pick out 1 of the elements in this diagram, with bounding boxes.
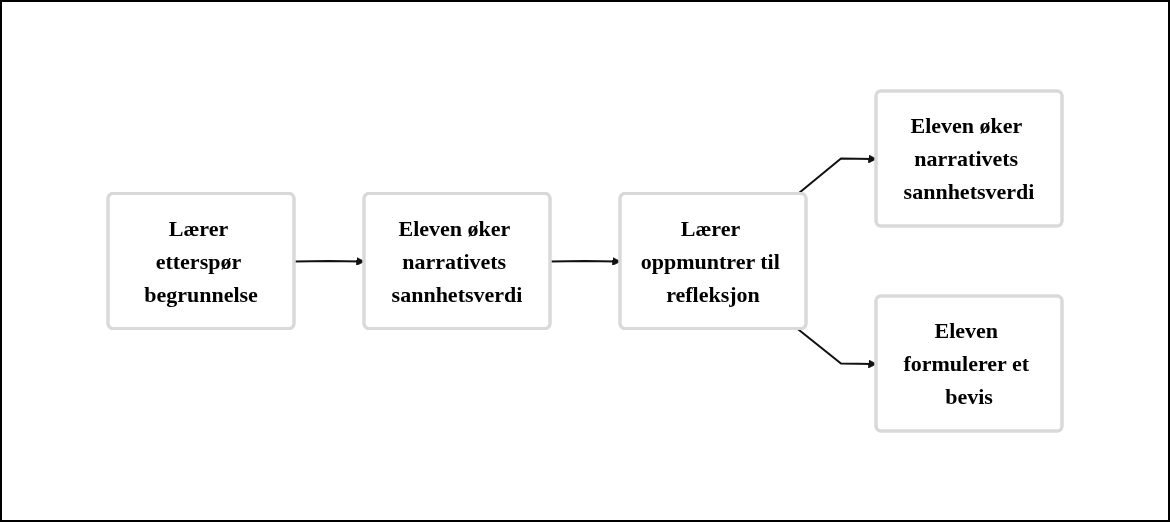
arrow: [796, 328, 877, 369]
